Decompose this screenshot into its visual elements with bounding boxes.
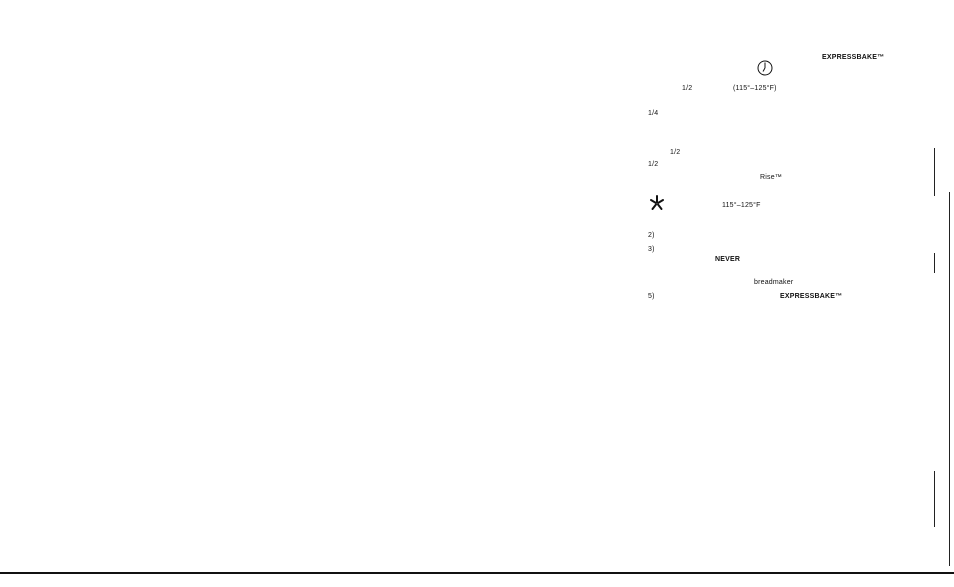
snowflake-icon [650, 195, 664, 210]
fraction-half-2: 1/2 [670, 149, 681, 156]
fraction-half-1: 1/2 [682, 85, 693, 92]
fraction-quarter: 1/4 [648, 110, 659, 117]
step-5-number: 5) [648, 293, 655, 300]
margin-change-bar [934, 253, 935, 273]
rise-trademark: Rise™ [760, 174, 783, 181]
margin-change-bar [934, 471, 935, 527]
step-3-number: 3) [648, 246, 655, 253]
never-warning: NEVER [715, 256, 741, 263]
temperature-range-paren: (115°–125°F) [733, 85, 777, 92]
right-margin-rule [949, 192, 950, 566]
breadmaker-word: breadmaker [754, 279, 794, 286]
bottom-rule [0, 572, 954, 574]
clock-icon [757, 60, 773, 76]
margin-change-bar [934, 148, 935, 196]
step-2-number: 2) [648, 232, 655, 239]
expressbake-brand-inline: EXPRESSBAKE™ [780, 293, 843, 300]
temperature-range: 115°–125°F [722, 202, 761, 209]
fraction-half-3: 1/2 [648, 161, 659, 168]
expressbake-brand-heading: EXPRESSBAKE™ [822, 54, 885, 61]
